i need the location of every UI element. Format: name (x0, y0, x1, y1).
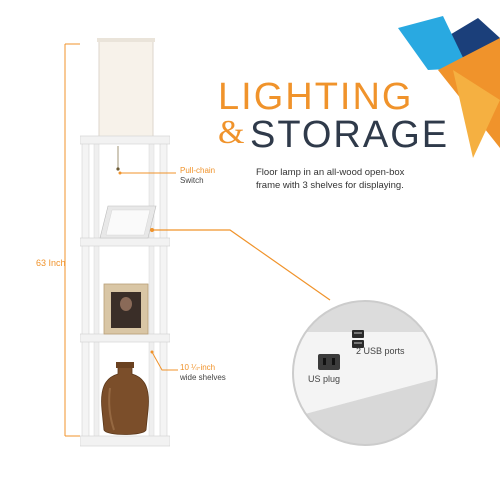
shelves-callout-line (150, 350, 178, 371)
shelves-label-line2: wide shelves (180, 373, 226, 382)
usb-zoom-connector (150, 228, 331, 301)
switch-label-line1: Pull-chain (180, 166, 216, 175)
headline-storage: STORAGE (250, 114, 450, 156)
switch-label-line2: Switch (180, 176, 204, 185)
floor-lamp-illustration (80, 38, 170, 447)
us-plug-label: US plug (308, 374, 341, 384)
headline-lighting: LIGHTING (218, 76, 414, 118)
usb-detail-zoom-circle (292, 300, 438, 446)
usb-ports-label: 2 USB ports (356, 346, 405, 356)
height-dimension-marker (64, 43, 80, 437)
headline-ampersand: & (218, 114, 245, 151)
shelves-label-line1: 10 ¼-inch (180, 363, 216, 372)
height-label: 63 Inch (36, 258, 66, 268)
brand-logo-icon (398, 16, 500, 158)
switch-callout-line (118, 171, 176, 175)
product-description: Floor lamp in an all-wood open-box frame… (256, 167, 405, 191)
